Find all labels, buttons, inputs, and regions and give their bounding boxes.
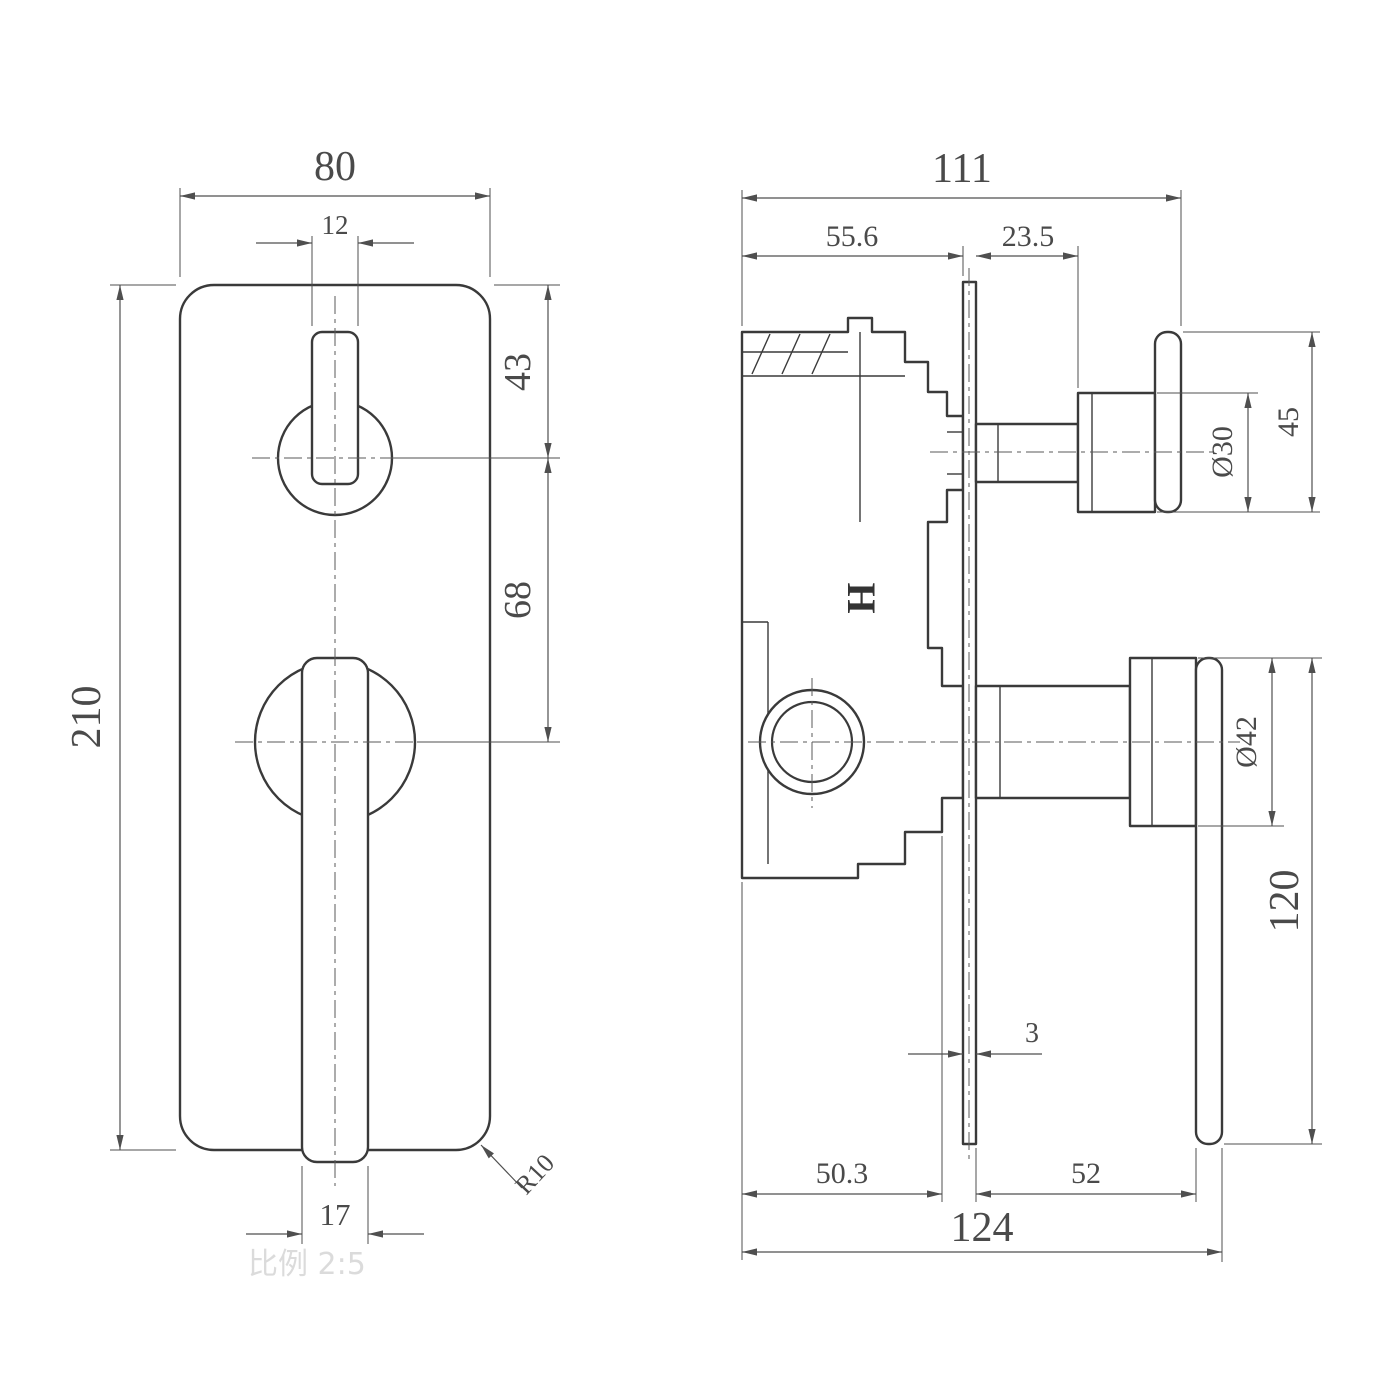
dim-top-lever-width: 12: [256, 210, 414, 326]
side-view: H 111 55.: [740, 146, 1322, 1262]
dim-body-rear-depth: 50.3: [741, 836, 943, 1260]
scale-watermark: 比例 2:5: [248, 1247, 366, 1282]
dim-label-210: 210: [64, 686, 110, 749]
dim-label-120: 120: [1262, 870, 1308, 933]
dim-label-68: 68: [497, 581, 539, 619]
dim-label-23-5: 23.5: [1002, 220, 1055, 253]
dim-label-55-6: 55.6: [826, 220, 879, 253]
dim-plate-to-handle: 52: [975, 1148, 1197, 1202]
dim-plate-to-knob: 23.5: [976, 220, 1079, 388]
upper-stem: [974, 422, 1080, 484]
dim-upper-knob-diameter: Ø30: [1157, 392, 1258, 513]
dim-side-overall-width: 111: [741, 146, 1182, 326]
front-view: 80 12 43 68 210: [64, 144, 560, 1282]
dim-label-3: 3: [1025, 1018, 1039, 1049]
dim-side-overall-depth: 124: [742, 1148, 1223, 1262]
dim-label-17: 17: [320, 1197, 351, 1232]
lower-lever-side: [1194, 656, 1224, 1146]
front-centerlines: [235, 296, 435, 1186]
dim-knob-positions: 43 68: [394, 284, 560, 743]
dim-label-dia42: Ø42: [1230, 716, 1263, 768]
dim-label-dia30: Ø30: [1206, 426, 1239, 478]
dim-label-r10: R10: [509, 1148, 560, 1199]
dim-label-111: 111: [932, 146, 992, 192]
dim-bottom-lever-width: 17: [246, 1166, 424, 1244]
dim-label-50-3: 50.3: [816, 1157, 869, 1190]
dim-front-overall-width: 80: [179, 144, 491, 277]
dim-plate-thickness: 3: [908, 1018, 1042, 1058]
dim-label-45: 45: [1272, 407, 1305, 437]
dim-corner-radius: R10: [480, 1144, 560, 1200]
upper-lever-side: [1153, 330, 1183, 514]
dim-front-overall-height: 210: [64, 284, 176, 1151]
dim-label-80: 80: [314, 144, 356, 190]
dim-lower-knob-diameter: Ø42: [1198, 657, 1322, 827]
dim-lower-handle-length: 120: [1224, 658, 1322, 1145]
dim-label-124: 124: [951, 1205, 1014, 1251]
body-marking-text: H: [839, 582, 884, 613]
side-centerlines: [748, 268, 1240, 1160]
dim-body-depth: 55.6: [742, 220, 964, 276]
dim-label-43: 43: [497, 353, 539, 391]
dim-label-52: 52: [1071, 1157, 1101, 1190]
dim-label-12: 12: [322, 210, 349, 240]
dim-upper-handle-length: 45: [1183, 331, 1320, 513]
